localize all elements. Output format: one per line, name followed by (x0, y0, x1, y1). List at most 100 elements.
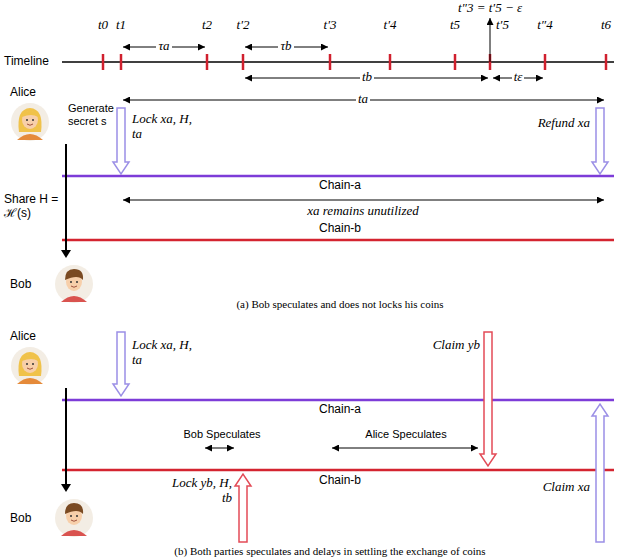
span-arrow (123, 200, 604, 201)
avatar-body (61, 296, 87, 302)
span-arrow (332, 448, 478, 449)
span-arrow (205, 448, 234, 449)
person-avatar (10, 346, 50, 386)
person-avatar (54, 498, 94, 538)
text-label: Refund xa (538, 116, 590, 131)
text-label: τa (156, 39, 171, 54)
actor-node: Alice (4, 330, 70, 388)
actor-name: Alice (10, 86, 36, 100)
chain-b-line (62, 239, 614, 242)
lock-arrow (113, 332, 129, 396)
avatar-eye (76, 281, 78, 283)
tick (329, 54, 332, 70)
text-label: t5 (450, 18, 460, 33)
person-avatar (10, 102, 50, 142)
claim-arrow (480, 332, 496, 466)
text-label: t″4 (537, 18, 553, 33)
actor-node: Bob (10, 258, 100, 308)
text-label: Lock xa, H, ta (132, 338, 200, 368)
arrow-shaft (65, 388, 67, 484)
text-label: Generate secret s (68, 102, 122, 127)
actor-node: Alice (4, 86, 70, 144)
avatar-eye (26, 363, 28, 365)
avatar-mouth (27, 124, 33, 125)
avatar-hair (18, 352, 41, 376)
text-label: tε (512, 70, 525, 85)
avatar-eye (32, 119, 34, 121)
tick (454, 54, 457, 70)
avatar-body (61, 530, 87, 536)
avatar-eye (26, 119, 28, 121)
text-label: Bob Speculates (183, 428, 260, 441)
tick (389, 54, 392, 70)
pointer-arrow (490, 18, 491, 62)
text-label: Alice Speculates (365, 428, 446, 441)
actor-name: Bob (10, 512, 31, 526)
figure-caption: (a) Bob speculates and does not locks hi… (236, 298, 443, 311)
actor-name: Bob (10, 278, 31, 292)
text-label: ta (356, 92, 370, 107)
text-label: Lock xa, H, ta (132, 112, 200, 142)
tick (102, 54, 105, 70)
arrow-head (61, 484, 71, 492)
avatar-eye (32, 363, 34, 365)
chain-a-line (62, 399, 614, 402)
avatar-ground (55, 499, 93, 537)
avatar-hair (65, 269, 83, 280)
text-label: t2 (202, 18, 212, 33)
text-label: t′3 (324, 18, 337, 33)
avatar-face (22, 355, 38, 373)
chain-a-line (62, 175, 614, 178)
avatar-hair (18, 108, 41, 132)
tick (120, 54, 123, 70)
avatar-face (22, 111, 38, 129)
avatar-ground (55, 265, 93, 303)
person-avatar (54, 264, 94, 304)
avatar-mouth (71, 520, 77, 521)
avatar-eye (70, 515, 72, 517)
arrow-shaft (65, 144, 67, 250)
text-label: t0 (98, 18, 108, 33)
timeline-axis (62, 61, 614, 63)
arrow-head (61, 250, 71, 258)
avatar-fringe (22, 111, 38, 117)
text-label: t′4 (384, 18, 397, 33)
lock-arrow (235, 474, 251, 542)
avatar-fringe (22, 355, 38, 361)
text-label: Lock yb, H, tb (170, 476, 232, 506)
timeline-ticks (103, 54, 606, 70)
refund-arrow (592, 108, 608, 174)
avatar-mouth (71, 286, 77, 287)
message-arrow (61, 388, 71, 492)
text-label: Chain-b (319, 222, 361, 236)
tick (605, 54, 608, 70)
tick (544, 54, 547, 70)
text-label: τb (278, 39, 293, 54)
text-label: Chain-b (319, 474, 361, 488)
text-label: t″3 = t′5 − ε (458, 1, 522, 16)
tick (242, 54, 245, 70)
text-label: t6 (601, 18, 611, 33)
avatar-ground (11, 347, 49, 385)
text-label: tb (360, 70, 374, 85)
text-label: t′5 (496, 18, 509, 33)
avatar-mouth (27, 368, 33, 369)
actor-name: Alice (10, 330, 36, 344)
avatar-hair (65, 503, 83, 514)
text-label: Chain-a (319, 403, 361, 417)
text-label: Timeline (4, 55, 49, 69)
text-label: Claim yb (433, 338, 480, 353)
claim-arrow (592, 404, 608, 542)
text-label: xa remains unutilized (307, 204, 418, 219)
chain-b-line (62, 469, 614, 472)
message-arrow (61, 144, 71, 258)
text-label: t1 (116, 18, 126, 33)
edge-label: Share H = ℋ(s) (4, 193, 60, 221)
text-label: t′2 (237, 18, 250, 33)
lock-arrow (113, 108, 129, 174)
avatar-body (17, 134, 43, 140)
avatar-eye (76, 515, 78, 517)
avatar-ground (11, 103, 49, 141)
